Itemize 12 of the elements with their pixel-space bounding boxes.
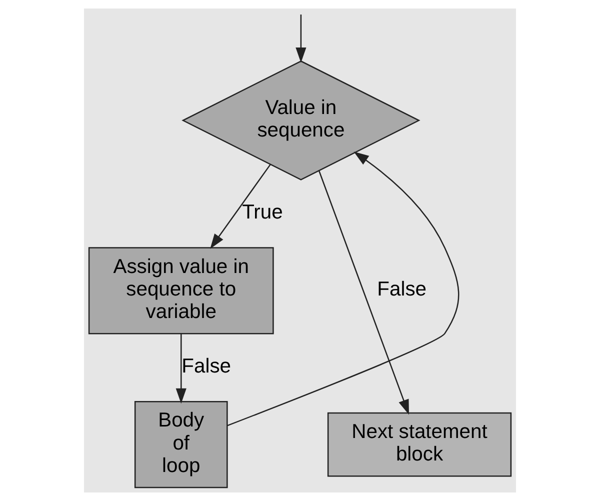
arrow (226, 152, 459, 426)
node-diamond: Value in sequence (181, 60, 420, 180)
arrow (295, 14, 306, 63)
arrow (175, 334, 186, 404)
arrow (318, 170, 408, 415)
edge-label: True (242, 202, 282, 224)
node-box: Body of loop (134, 401, 228, 488)
arrow (210, 164, 270, 249)
node-box: Assign value in sequence to variable (88, 247, 274, 334)
node-box: Next statement block (326, 412, 512, 477)
edge-label: False (181, 355, 231, 378)
edge-label: False (376, 278, 426, 300)
